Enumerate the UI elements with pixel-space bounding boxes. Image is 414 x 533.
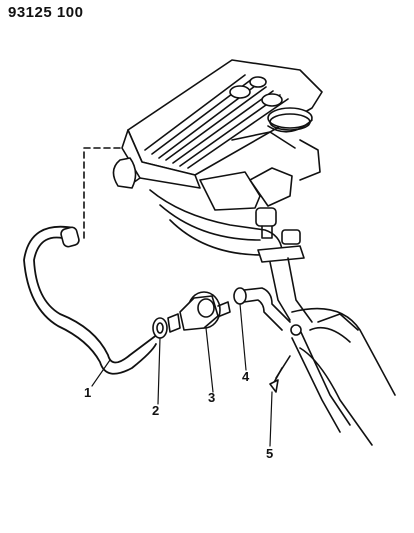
part-3-valve [167, 291, 231, 333]
callout-3: 3 [208, 390, 215, 405]
diagram-code: 93125 100 [8, 4, 84, 21]
callout-5: 5 [266, 446, 273, 461]
dashed-leader-line [83, 147, 121, 241]
air-cleaner-assembly [112, 59, 323, 256]
callout-2: 2 [152, 403, 159, 418]
callout-4: 4 [242, 369, 250, 384]
bracket-and-tube [257, 245, 396, 446]
part-4-hose [233, 287, 291, 331]
callout-leaders [91, 303, 273, 447]
part-5-screw [269, 324, 302, 393]
callout-1: 1 [84, 385, 91, 400]
part-1-hose [23, 225, 159, 375]
part-2-clamp [152, 317, 168, 339]
